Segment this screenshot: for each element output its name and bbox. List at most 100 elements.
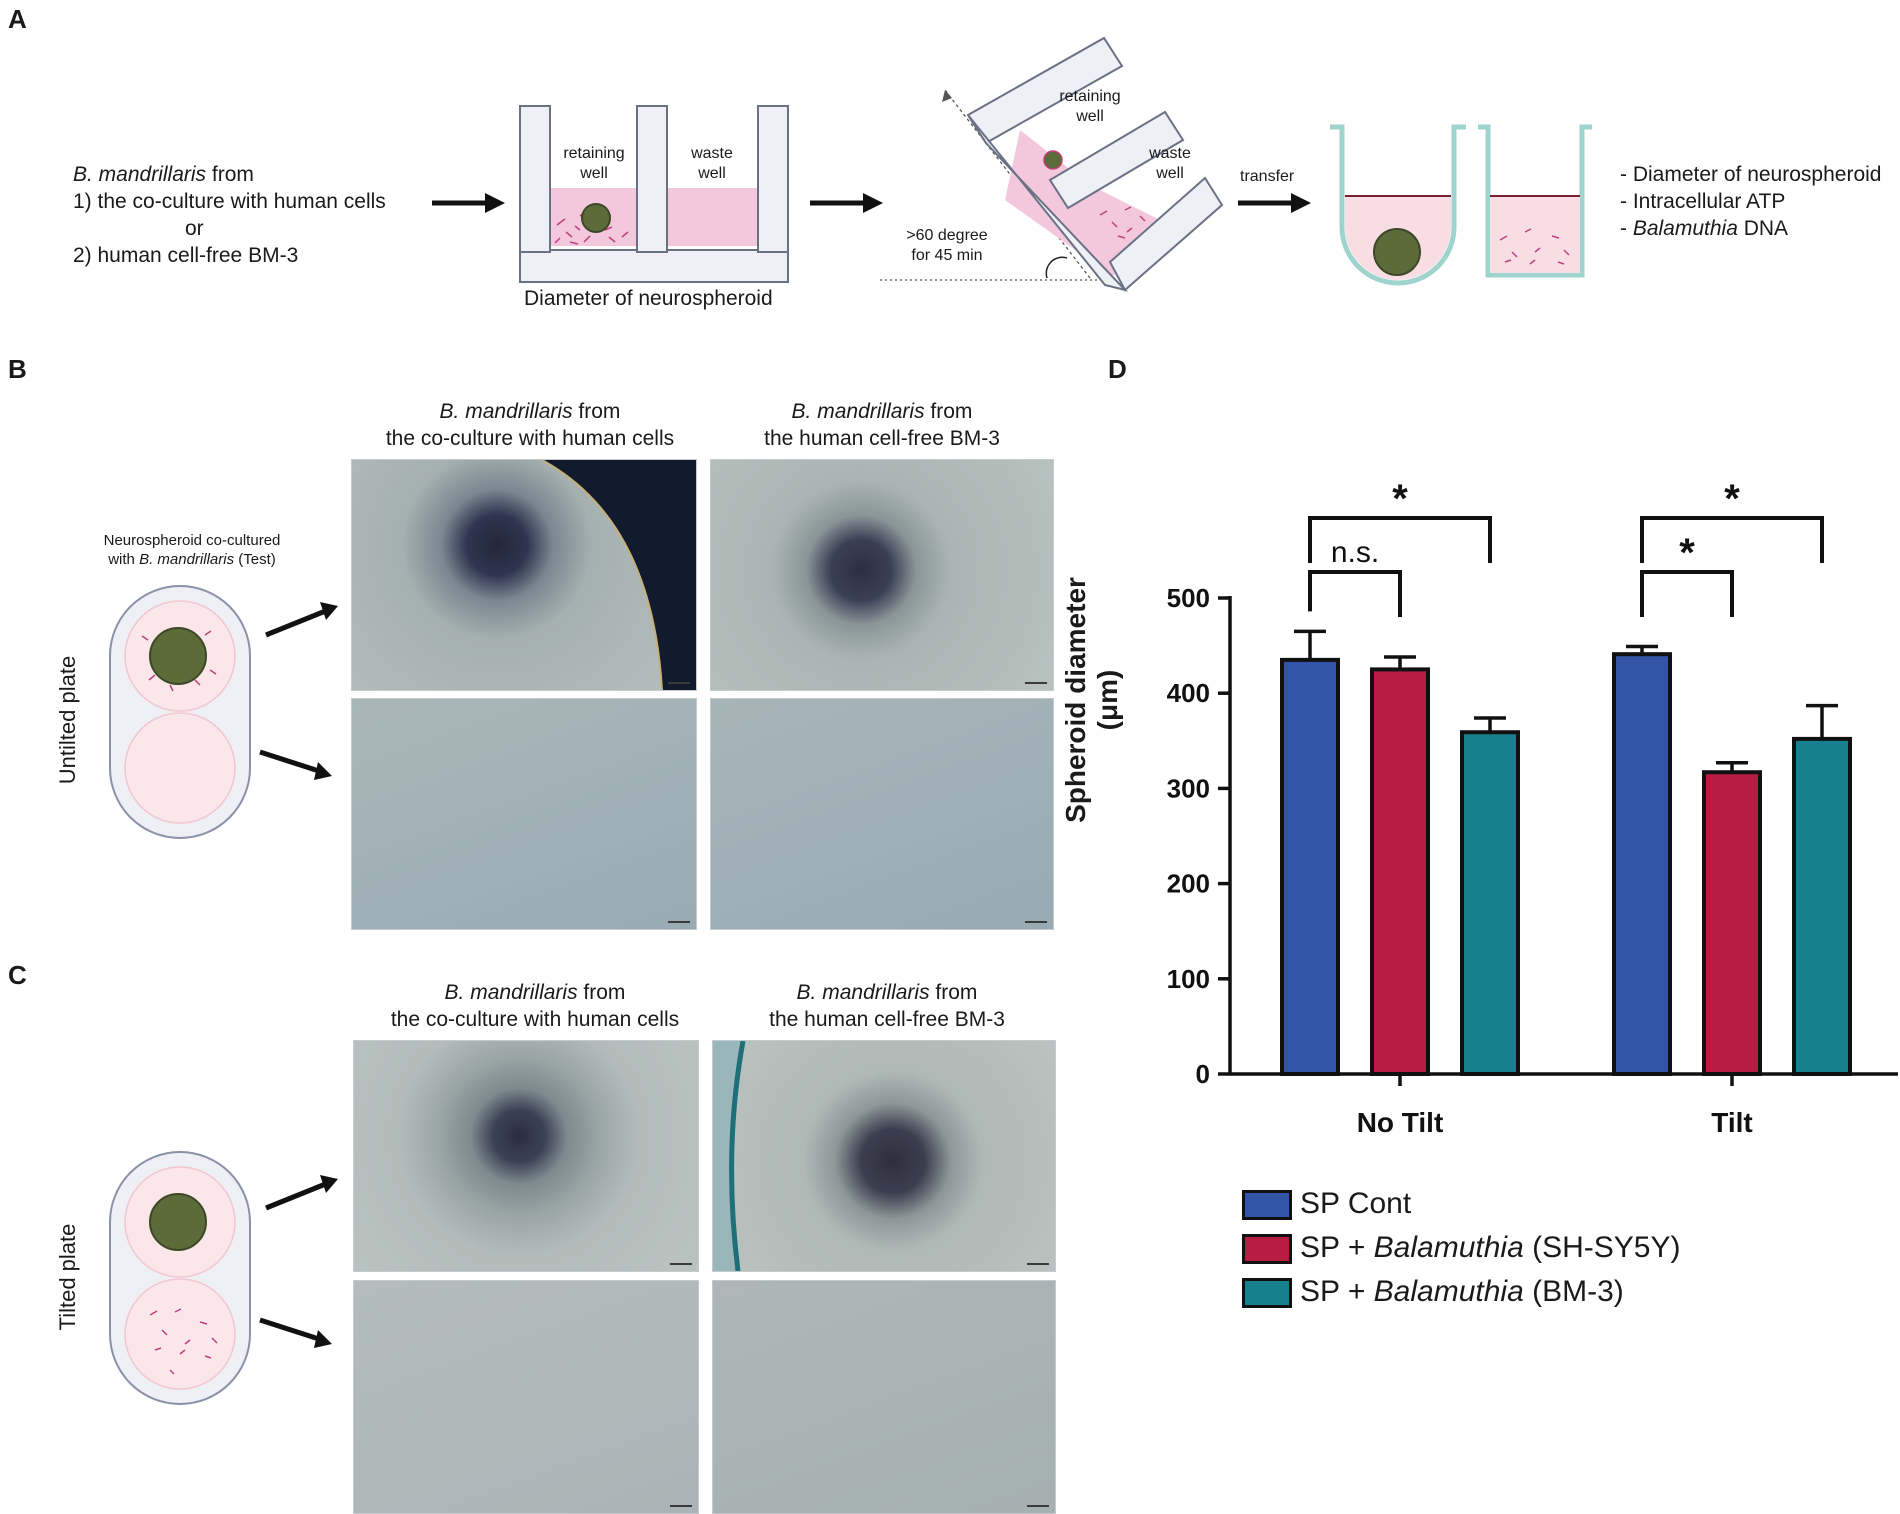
y-tick-label-500: 500 — [1167, 583, 1210, 613]
panel-c-col1-header: B. mandrillaris from the co-culture with… — [365, 979, 705, 1033]
b-col1-line2: the co-culture with human cells — [385, 427, 675, 450]
x-tick-label-tilt: Tilt — [1711, 1107, 1752, 1138]
tilted-retaining-line1: retaining — [1059, 88, 1121, 105]
micrograph-c-tilted-coculture-retaining — [353, 1040, 699, 1272]
legend-item-sp-balamuthia-shsy5y: SP + Balamuthia (SH-SY5Y) — [1242, 1228, 1681, 1268]
c-col2-from: from — [929, 981, 978, 1004]
legend-label-sp-cont: SP Cont — [1300, 1187, 1412, 1220]
micrograph-b-untilted-coculture-retaining — [351, 459, 697, 691]
plate-caption-line1: Neurospheroid co-cultured — [103, 532, 281, 549]
waste-well-line1: waste — [691, 145, 733, 162]
tilted-retaining-label: retaining well — [1045, 87, 1135, 127]
panel-label-c: C — [8, 960, 27, 990]
c-col1-from: from — [577, 981, 626, 1004]
legend-label-2-italic: Balamuthia — [1373, 1231, 1524, 1264]
transfer-label: transfer — [1240, 168, 1295, 185]
bar-2-0 — [1460, 730, 1520, 1076]
significance-bracket-2 — [1640, 570, 1734, 617]
x-tick-label-no-tilt: No Tilt — [1357, 1107, 1444, 1138]
legend-label-2-suffix: (SH-SY5Y) — [1523, 1231, 1681, 1264]
source-text: B. mandrillaris from 1) the co-culture w… — [73, 161, 433, 269]
significance-bracket-0 — [1308, 570, 1402, 617]
significance-label-1: * — [1392, 477, 1408, 521]
b-col2-from: from — [924, 400, 973, 423]
readout-list: - Diameter of neurospheroid - Intracellu… — [1620, 161, 1898, 242]
y-tick-label-400: 400 — [1167, 678, 1210, 708]
tilted-waste-line2: well — [1156, 165, 1184, 182]
legend-item-sp-cont: SP Cont — [1242, 1184, 1412, 1224]
panel-b-col2-header: B. mandrillaris from the human cell-free… — [712, 398, 1052, 452]
readout-atp: - Intracellular ATP — [1620, 190, 1786, 213]
y-tick-label-200: 200 — [1167, 869, 1210, 899]
tilted-waste-line1: waste — [1149, 145, 1191, 162]
option-coculture: 1) the co-culture with human cells — [73, 190, 386, 213]
micrograph-b-untilted-bm3-waste — [710, 698, 1054, 930]
arrow-head-2 — [863, 193, 883, 213]
plate-caption-suffix: (Test) — [234, 551, 276, 568]
tilted-well-device — [880, 36, 1224, 292]
diameter-caption: Diameter of neurospheroid — [524, 287, 773, 310]
micrograph-c-tilted-coculture-waste — [353, 1280, 699, 1514]
waste-well-label: waste well — [668, 144, 756, 184]
plate-caption-prefix: with — [108, 551, 140, 568]
micrograph-b-untilted-bm3-retaining — [710, 459, 1054, 691]
legend-item-sp-balamuthia-bm3: SP + Balamuthia (BM-3) — [1242, 1272, 1624, 1312]
chart-bars — [1280, 629, 1852, 1077]
arrow-head-3 — [1291, 193, 1311, 213]
readout-diameter: - Diameter of neurospheroid — [1620, 163, 1882, 186]
option-bm3: 2) human cell-free BM-3 — [73, 244, 299, 267]
tilted-plate-diagram — [109, 1151, 338, 1405]
bar-2-1 — [1792, 736, 1852, 1076]
y-tick-label-100: 100 — [1167, 964, 1210, 994]
c-col2-line2: the human cell-free BM-3 — [769, 1008, 1005, 1031]
panel-label-d: D — [1108, 354, 1127, 384]
legend-label-3-italic: Balamuthia — [1373, 1275, 1524, 1308]
legend-label-2-prefix: SP + — [1300, 1231, 1374, 1264]
retaining-well-line2: well — [580, 165, 608, 182]
tilted-retaining-line2: well — [1076, 108, 1104, 125]
b-col2-species: B. mandrillaris — [791, 400, 925, 423]
c-col2-species: B. mandrillaris — [796, 981, 930, 1004]
significance-label-0: n.s. — [1331, 536, 1379, 569]
micrograph-b-untilted-coculture-waste — [351, 698, 697, 930]
panel-c-col2-header: B. mandrillaris from the human cell-free… — [717, 979, 1057, 1033]
waste-well-line2: well — [698, 165, 726, 182]
legend-swatch-sp-balamuthia-bm3 — [1242, 1278, 1292, 1308]
readout-dna-prefix: - — [1620, 217, 1633, 240]
c-col1-line2: the co-culture with human cells — [390, 1008, 680, 1031]
b-col1-species: B. mandrillaris — [439, 400, 573, 423]
panel-b-col1-header: B. mandrillaris from the co-culture with… — [360, 398, 700, 452]
retaining-well-line1: retaining — [563, 145, 625, 162]
b-col1-from: from — [572, 400, 621, 423]
b-col2-line2: the human cell-free BM-3 — [764, 427, 1000, 450]
y-axis-label: Spheroid diameter (μm) — [1060, 577, 1123, 823]
chart-significance: n.s.*** — [1308, 477, 1824, 617]
bar-1-1 — [1702, 770, 1762, 1076]
readout-dna: - Balamuthia DNA — [1620, 215, 1898, 242]
y-tick-label-300: 300 — [1167, 773, 1210, 803]
panel-a-schematic — [432, 36, 1592, 292]
c-col1-species: B. mandrillaris — [444, 981, 578, 1004]
option-or: or — [185, 217, 204, 240]
tube-neurospheroid — [1330, 124, 1466, 286]
bar-1-0 — [1370, 667, 1430, 1077]
legend-label-3-suffix: (BM-3) — [1523, 1275, 1624, 1308]
bar-0-0 — [1280, 657, 1340, 1076]
tilted-waste-label: waste well — [1130, 144, 1210, 184]
bar-0-1 — [1612, 652, 1672, 1077]
source-species: B. mandrillaris — [73, 163, 207, 186]
tube-waste — [1478, 124, 1592, 278]
tilt-angle-label: >60 degree for 45 min — [892, 226, 1002, 266]
upright-well-device — [519, 105, 789, 283]
legend-swatch-sp-balamuthia-shsy5y — [1242, 1234, 1292, 1264]
tilt-line2: for 45 min — [911, 247, 983, 264]
micrograph-c-tilted-bm3-waste — [712, 1280, 1056, 1514]
panel-label-a: A — [8, 4, 27, 34]
significance-bracket-1 — [1308, 516, 1492, 563]
plate-caption: Neurospheroid co-cultured with B. mandri… — [72, 531, 312, 569]
significance-bracket-3 — [1640, 516, 1824, 563]
readout-dna-suffix: DNA — [1737, 217, 1789, 240]
micrograph-c-tilted-bm3-retaining — [712, 1040, 1056, 1272]
